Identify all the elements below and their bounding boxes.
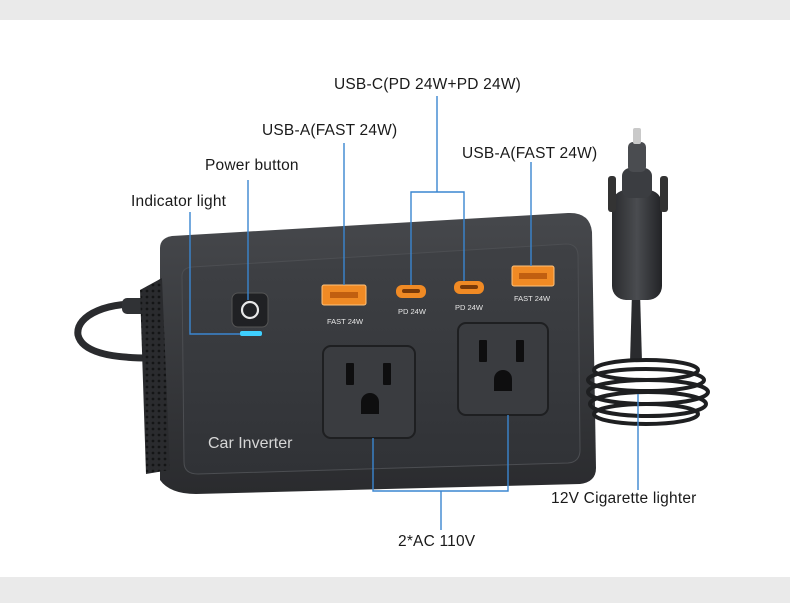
side-vent (140, 278, 170, 474)
power-button (240, 300, 260, 320)
coiled-cord (586, 358, 710, 426)
brand-label: Car Inverter (208, 435, 293, 452)
usb-c-callout: USB-C(PD 24W+PD 24W) (334, 76, 522, 93)
power-button-callout: Power button (205, 157, 299, 174)
ac-outlets-callout: 2*AC 110V (398, 533, 476, 550)
usb-a-right-label: FAST 24W (514, 294, 551, 303)
top-band (0, 0, 790, 20)
leader-lines (189, 96, 639, 530)
indicator-light-callout: Indicator light (131, 193, 227, 210)
cigarette-lighter-plug (608, 128, 668, 362)
ac-outlet-left (322, 345, 416, 439)
indicator-light (240, 331, 262, 336)
cigarette-lighter-callout: 12V Cigarette lighter (551, 490, 697, 507)
left-cable (74, 300, 154, 362)
usb-a-left-callout: USB-A(FAST 24W) (262, 122, 398, 139)
ac-outlet-right (457, 322, 549, 416)
usb-a-right-callout: USB-A(FAST 24W) (462, 145, 598, 162)
usb-c-left-label: PD 24W (398, 307, 427, 316)
usb-c-right-label: PD 24W (455, 303, 484, 312)
usb-a-left-label: FAST 24W (327, 317, 364, 326)
power-button-housing (231, 292, 269, 328)
bottom-band (0, 577, 790, 603)
